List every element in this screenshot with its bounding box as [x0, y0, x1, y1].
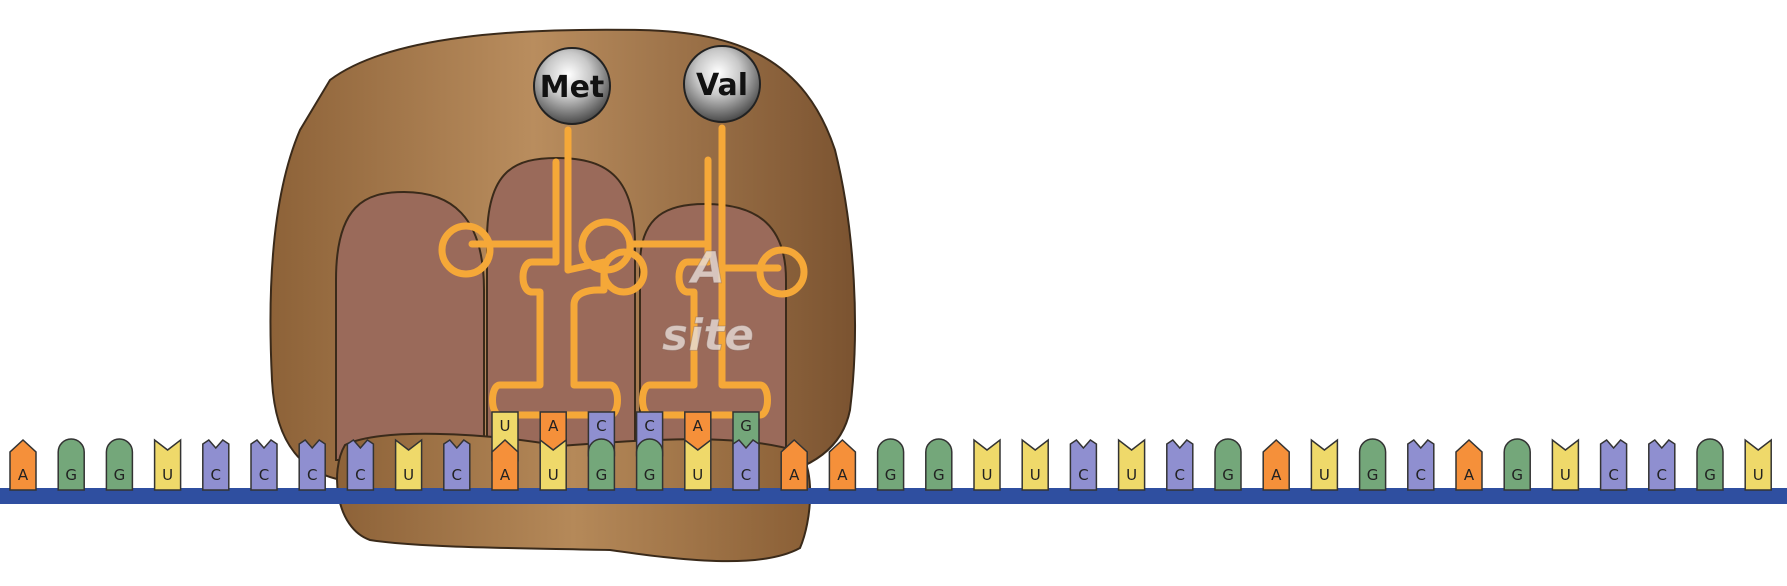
mrna-nucleotide-U: U — [153, 438, 182, 491]
mrna-nucleotide-label: A — [1464, 466, 1475, 484]
anticodon-nucleotide-label: C — [596, 417, 606, 435]
anticodon-nucleotide-label: U — [500, 417, 511, 435]
mrna-nucleotide-A: A — [1455, 438, 1483, 491]
mrna-nucleotide-label: G — [114, 466, 126, 484]
mrna-nucleotide-G: G — [1214, 438, 1242, 491]
mrna-nucleotide-label: U — [1560, 466, 1571, 484]
mrna-nucleotide-G: G — [1358, 438, 1387, 491]
mrna-nucleotide-label: C — [1657, 466, 1667, 484]
mrna-nucleotide-label: C — [211, 466, 221, 484]
mrna-nucleotide-label: G — [933, 466, 945, 484]
mrna-nucleotide-label: U — [548, 466, 559, 484]
amino-acid-met-label: Met — [540, 70, 605, 105]
mrna-nucleotide-label: U — [692, 466, 703, 484]
mrna-nucleotide-label: G — [885, 466, 897, 484]
mrna-nucleotide-C: C — [250, 439, 278, 491]
mrna-nucleotide-A: A — [828, 438, 857, 491]
mrna-nucleotide-label: G — [1367, 466, 1379, 484]
mrna-nucleotide-label: A — [1271, 466, 1282, 484]
mrna-nucleotide-U: U — [684, 438, 712, 491]
mrna-nucleotide-G: G — [1696, 438, 1724, 491]
mrna-nucleotide-C: C — [298, 439, 326, 491]
mrna-nucleotide-G: G — [925, 438, 953, 491]
mrna-nucleotide-G: G — [105, 438, 134, 491]
mrna-nucleotide-G: G — [57, 438, 85, 491]
mrna-nucleotide-A: A — [1262, 438, 1290, 491]
anticodon-nucleotide-label: A — [693, 417, 704, 435]
mrna-nucleotide-U: U — [394, 438, 423, 491]
anticodon-nucleotide-label: G — [740, 417, 752, 435]
mrna-nucleotide-label: C — [1175, 466, 1185, 484]
mrna-nucleotide-label: C — [259, 466, 269, 484]
amino-acid-met: Met — [533, 47, 611, 125]
amino-acid-val: Val — [683, 45, 761, 123]
mrna-nucleotide-label: C — [307, 466, 317, 484]
mrna-nucleotide-label: A — [18, 466, 29, 484]
mrna-nucleotide-label: U — [162, 466, 173, 484]
a-site-label-line1: A — [688, 243, 725, 294]
mrna-nucleotide-C: C — [443, 439, 471, 491]
mrna-nucleotide-label: U — [403, 466, 414, 484]
mrna-nucleotide-label: C — [1416, 466, 1426, 484]
mrna-nucleotide-label: C — [1078, 466, 1088, 484]
amino-acid-val-label: Val — [696, 68, 748, 103]
mrna-nucleotide-label: U — [1319, 466, 1330, 484]
mrna-nucleotide-label: C — [452, 466, 462, 484]
mrna-nucleotide-C: C — [1648, 439, 1676, 491]
mrna-nucleotide-C: C — [346, 439, 375, 491]
mrna-nucleotide-U: U — [1021, 438, 1049, 491]
mrna-nucleotide-C: C — [1407, 439, 1435, 491]
mrna-nucleotide-C: C — [202, 439, 230, 491]
mrna-nucleotide-label: U — [982, 466, 993, 484]
mrna-nucleotide-U: U — [539, 438, 567, 491]
mrna-nucleotide-U: U — [1551, 438, 1580, 491]
mrna-nucleotide-G: G — [635, 438, 664, 491]
mrna-nucleotide-A: A — [491, 438, 519, 491]
mrna-nucleotide-C: C — [1599, 439, 1628, 491]
mrna-nucleotide-label: U — [1030, 466, 1041, 484]
mrna-nucleotide-label: A — [837, 466, 848, 484]
mrna-nucleotide-A: A — [780, 438, 808, 491]
mrna-nucleotide-label: U — [1126, 466, 1137, 484]
anticodon-nucleotide-label: C — [644, 417, 654, 435]
mrna-nucleotide-C: C — [1069, 439, 1098, 491]
mrna-nucleotide-label: U — [1753, 466, 1764, 484]
mrna-nucleotide-label: C — [1608, 466, 1618, 484]
mrna-nucleotide-U: U — [1744, 438, 1772, 491]
mrna-nucleotide-label: G — [1704, 466, 1716, 484]
a-site-label: A site — [661, 243, 754, 362]
mrna-nucleotide-G: G — [1503, 438, 1531, 491]
mrna-nucleotide-label: C — [741, 466, 751, 484]
a-site-label-line2: site — [662, 310, 754, 361]
mrna-nucleotide-U: U — [1117, 438, 1146, 491]
mrna-nucleotide-A: A — [9, 438, 37, 491]
trna-val — [578, 124, 808, 419]
mrna-nucleotide-G: G — [876, 438, 905, 491]
ribosome-e-site-pocket — [335, 190, 485, 461]
mrna-nucleotide-label: A — [500, 466, 511, 484]
mrna-nucleotide-label: G — [1511, 466, 1523, 484]
mrna-nucleotide-label: C — [355, 466, 365, 484]
mrna-nucleotide-C: C — [1166, 439, 1194, 491]
mrna-nucleotide-label: G — [596, 466, 608, 484]
mrna-nucleotide-label: G — [65, 466, 77, 484]
mrna-backbone — [0, 488, 1787, 504]
mrna-nucleotide-label: A — [789, 466, 800, 484]
mrna-nucleotide-C: C — [732, 439, 760, 491]
mrna-nucleotide-U: U — [973, 438, 1001, 491]
anticodon-nucleotide-label: A — [548, 417, 559, 435]
mrna-nucleotide-U: U — [1310, 438, 1339, 491]
mrna-nucleotide-G: G — [587, 438, 616, 491]
mrna-nucleotide-label: G — [1222, 466, 1234, 484]
mrna-nucleotide-label: G — [644, 466, 656, 484]
